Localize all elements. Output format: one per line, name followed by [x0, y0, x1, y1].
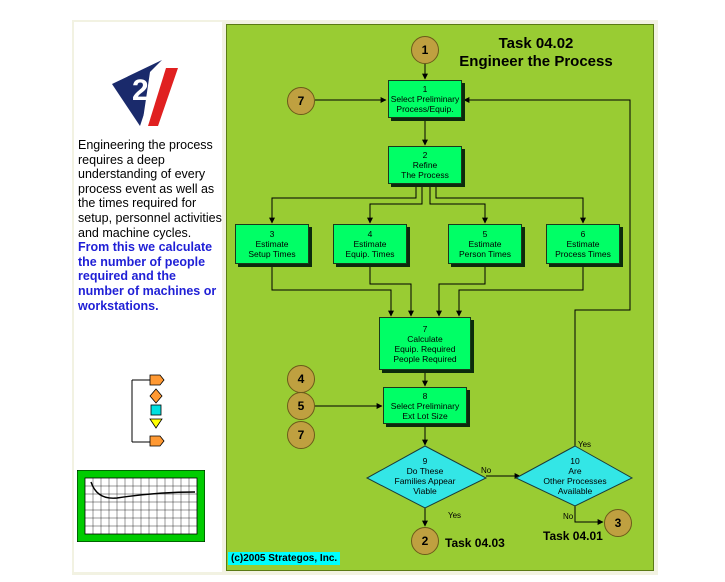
connector-1-top[interactable]: 1 — [411, 36, 439, 64]
description-highlight: From this we calculate the number of peo… — [78, 240, 217, 313]
label-no-10: No — [563, 512, 574, 521]
learning-curve-graphic — [77, 470, 205, 542]
connector-4[interactable]: 4 — [287, 365, 315, 393]
connector-3-out[interactable]: 3 — [604, 509, 632, 537]
decision-9-text: 9 Do These Families Appear Viable — [394, 456, 456, 496]
label-no-9: No — [481, 466, 492, 475]
connector-5[interactable]: 5 — [287, 392, 315, 420]
prev-task-label: Task 04.01 — [543, 529, 603, 543]
description-text: Engineering the process requires a deep … — [78, 138, 222, 240]
decision-9-diamond — [365, 445, 488, 509]
description: Engineering the process requires a deep … — [78, 138, 222, 313]
connector-2-out[interactable]: 2 — [411, 527, 439, 555]
step-3-box[interactable]: 3 Estimate Setup Times — [235, 224, 309, 264]
label-yes-9: Yes — [448, 511, 462, 520]
step-2-box[interactable]: 2 Refine The Process — [388, 146, 462, 184]
step-6-box[interactable]: 6 Estimate Process Times — [546, 224, 620, 264]
phase-2-logo: 2 — [112, 60, 178, 126]
decision-10-diamond — [514, 445, 634, 507]
step-5-box[interactable]: 5 Estimate Person Times — [448, 224, 522, 264]
label-yes-10: Yes — [578, 440, 592, 449]
svg-text:2: 2 — [132, 74, 149, 107]
flow-symbols-icon — [131, 374, 165, 447]
next-task-label: Task 04.03 — [445, 536, 505, 550]
connector-7-left[interactable]: 7 — [287, 87, 315, 115]
connector-7-bottom[interactable]: 7 — [287, 421, 315, 449]
decision-10-text: 10 Are Other Processes Available — [543, 456, 607, 496]
step-8-box[interactable]: 8 Select Preliminary Ext Lot Size — [383, 387, 467, 424]
title-line-1: Task 04.02 — [498, 35, 574, 52]
step-1-box[interactable]: 1 Select Preliminary Process/Equip. — [388, 80, 462, 118]
copyright-notice: (c)2005 Strategos, Inc. — [228, 552, 341, 565]
step-7-box[interactable]: 7 Calculate Equip. Required People Requi… — [379, 317, 471, 370]
step-4-box[interactable]: 4 Estimate Equip. Times — [333, 224, 407, 264]
title-line-2: Engineer the Process — [459, 53, 613, 70]
